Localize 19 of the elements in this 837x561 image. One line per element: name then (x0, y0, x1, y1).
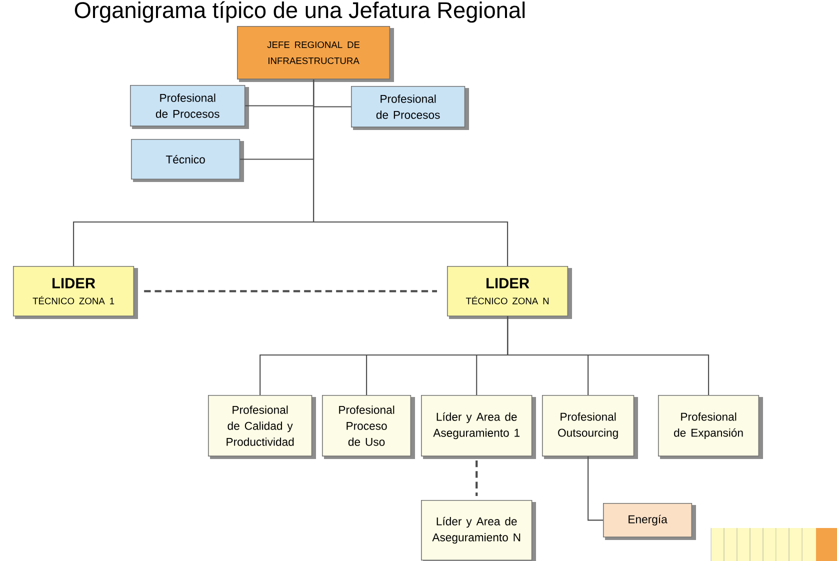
position-box: Profesional Outsourcing (542, 395, 638, 459)
title: Organigrama típico de una Jefatura Regional (74, 1, 525, 23)
connector (588, 456, 603, 521)
position-box: Líder y Area de Aseguramiento N (421, 500, 536, 561)
position-box: Profesional de Procesos (130, 85, 249, 129)
chief-box: JEFE REGIONAL DE INFRAESTRUCTURA (237, 26, 394, 82)
position-box: Energía (603, 503, 696, 540)
position-box: Profesional de Expansión (658, 395, 764, 459)
connector (313, 79, 508, 266)
leader-box: LIDER TÉCNICO ZONA N (447, 266, 572, 319)
position-box: Técnico (131, 139, 244, 182)
connector (144, 290, 437, 292)
position-box: Profesional de Procesos (351, 86, 469, 130)
leader-box: LIDER TÉCNICO ZONA 1 (13, 266, 138, 319)
position-box: Profesional Proceso de Uso (322, 395, 415, 459)
connector (507, 316, 710, 395)
position-box: Líder y Area de Aseguramiento 1 (421, 395, 536, 459)
connector (476, 460, 478, 496)
position-box: Profesional de Calidad y Productividad (208, 395, 316, 459)
